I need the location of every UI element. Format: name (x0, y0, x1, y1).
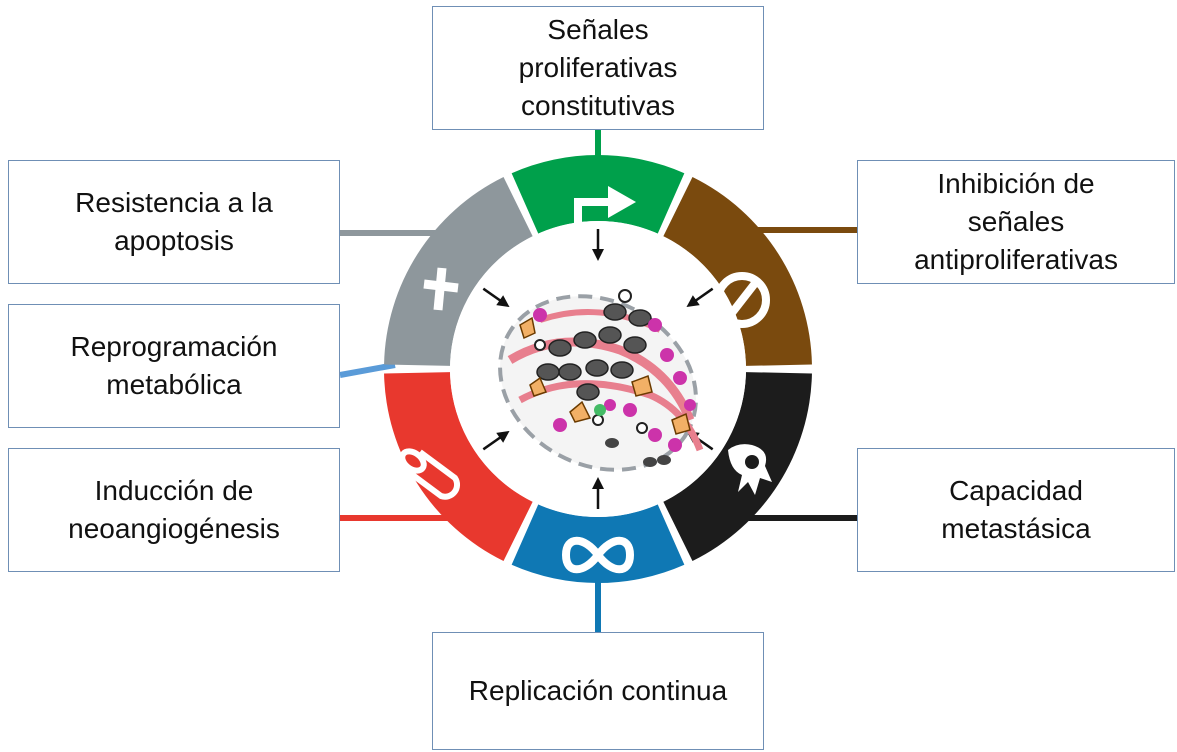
label-top-line-3: constitutivas (520, 90, 676, 121)
prohibition-icon (714, 272, 770, 328)
label-left-top-line-1: Resistencia a la (75, 187, 273, 218)
label-right-top-line-3: antiproliferativas (914, 244, 1118, 275)
ring-segment-green (511, 154, 685, 234)
inward-arrowhead-2 (686, 295, 700, 308)
label-right-top: Inhibición de señales antiproliferativas (857, 160, 1175, 284)
inward-arrowhead-4 (592, 477, 604, 489)
metastatic-cell-icon (728, 444, 772, 495)
label-top: Señales proliferativas constitutivas (432, 6, 764, 130)
inward-arrowhead-1 (592, 249, 604, 261)
blood-vessel-icon (399, 448, 460, 500)
inward-arrowhead-6 (496, 295, 510, 308)
ring-segment-gray (384, 176, 533, 366)
label-left-middle-line-1: Reprogramación (70, 331, 278, 362)
label-right-top-line-1: Inhibición de (937, 168, 1095, 199)
tumor-microenvironment-icon (498, 289, 704, 472)
infinity-icon (561, 536, 635, 574)
label-right-bottom-line-2: metastásica (941, 513, 1091, 544)
label-top-line-2: proliferativas (518, 52, 678, 83)
ring-segment-red (384, 372, 533, 562)
ring-segment-blue (511, 504, 685, 584)
cross-icon (423, 267, 459, 311)
label-left-bottom: Inducción de neoangiogénesis (8, 448, 340, 572)
label-left-bottom-line-2: neoangiogénesis (68, 513, 280, 544)
label-left-top-line-2: apoptosis (114, 225, 234, 256)
label-right-bottom: Capacidad metastásica (857, 448, 1175, 572)
label-left-middle: Reprogramación metabólica (8, 304, 340, 428)
connector-left-middle (339, 362, 396, 378)
signal-arrow-icon (574, 186, 636, 238)
label-left-top: Resistencia a la apoptosis (8, 160, 340, 284)
label-right-top-line-2: señales (967, 206, 1065, 237)
label-top-line-1: Señales (547, 14, 649, 45)
label-left-bottom-line-1: Inducción de (94, 475, 254, 506)
label-bottom-line-1: Replicación continua (468, 675, 728, 706)
label-left-middle-line-2: metabólica (106, 369, 242, 400)
label-bottom: Replicación continua (432, 632, 764, 750)
label-right-bottom-line-1: Capacidad (949, 475, 1083, 506)
ring-segment-brown (663, 176, 812, 366)
inward-arrowhead-5 (496, 430, 510, 443)
